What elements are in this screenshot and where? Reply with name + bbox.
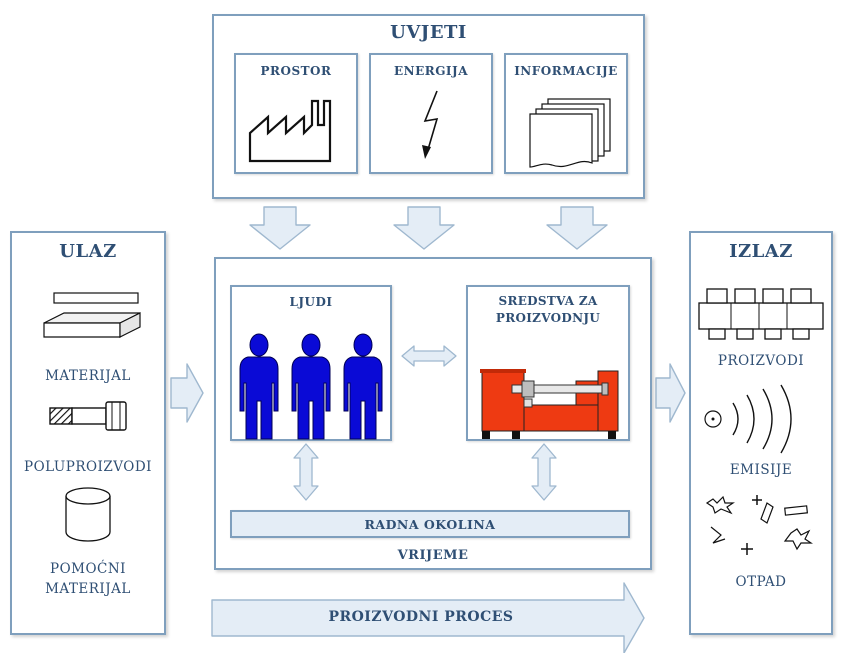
products-icon <box>698 288 824 340</box>
waste-label: OTPAD <box>735 574 787 590</box>
auxiliary-label-line1: POMOĆNI <box>49 561 127 577</box>
means-label-line1: SREDSTVA ZA <box>498 294 598 308</box>
auxiliary-material-icon <box>65 487 111 542</box>
people-icon <box>239 333 383 440</box>
work-environment-bar: RADNA OKOLINA <box>230 510 630 538</box>
energy-box: ENERGIJA <box>369 53 493 174</box>
energy-label: ENERGIJA <box>393 64 469 78</box>
material-icon <box>43 292 141 338</box>
conditions-title: UVJETI <box>390 22 467 43</box>
products-label: PROIZVODI <box>717 353 805 369</box>
emissions-label: EMISIJE <box>729 462 793 478</box>
waste-icon <box>705 495 813 555</box>
down-arrow-1 <box>249 206 311 250</box>
system-box: LJUDI SREDSTVA ZA PROIZVODNJU <box>214 257 652 570</box>
semi-product-label: POLUPROIZVODI <box>23 459 153 475</box>
production-process-label: PROIZVODNI PROCES <box>328 609 514 625</box>
down-arrow-2 <box>393 206 455 250</box>
documents-icon <box>529 98 611 168</box>
right-arrow-input <box>170 363 204 423</box>
people-box: LJUDI <box>230 285 392 441</box>
means-box: SREDSTVA ZA PROIZVODNJU <box>466 285 630 441</box>
conditions-box: UVJETI PROSTOR ENERGIJA INFORMACIJE <box>212 14 645 199</box>
input-title: ULAZ <box>59 241 117 262</box>
factory-icon <box>248 99 332 163</box>
right-arrow-output <box>655 363 686 423</box>
input-box: ULAZ MATERIJAL POLUPROIZVODI POMOĆNI MAT… <box>10 231 166 635</box>
time-label: VRIJEME <box>397 548 469 563</box>
people-label: LJUDI <box>289 295 333 309</box>
semi-product-icon <box>49 401 127 431</box>
space-label: PROSTOR <box>260 64 332 78</box>
lightning-icon <box>422 90 439 159</box>
machine-icon <box>480 369 619 439</box>
work-environment-label: RADNA OKOLINA <box>364 517 496 532</box>
emissions-icon <box>704 384 792 454</box>
material-label: MATERIJAL <box>45 368 131 384</box>
information-box: INFORMACIJE <box>504 53 628 174</box>
information-label: INFORMACIJE <box>514 64 618 78</box>
down-arrow-3 <box>546 206 608 250</box>
output-box: IZLAZ PROIZVODI EMISIJE <box>689 231 833 635</box>
space-box: PROSTOR <box>234 53 358 174</box>
auxiliary-label-line2: MATERIJAL <box>45 581 131 597</box>
output-title: IZLAZ <box>729 241 793 262</box>
means-label-line2: PROIZVODNJU <box>495 311 601 325</box>
